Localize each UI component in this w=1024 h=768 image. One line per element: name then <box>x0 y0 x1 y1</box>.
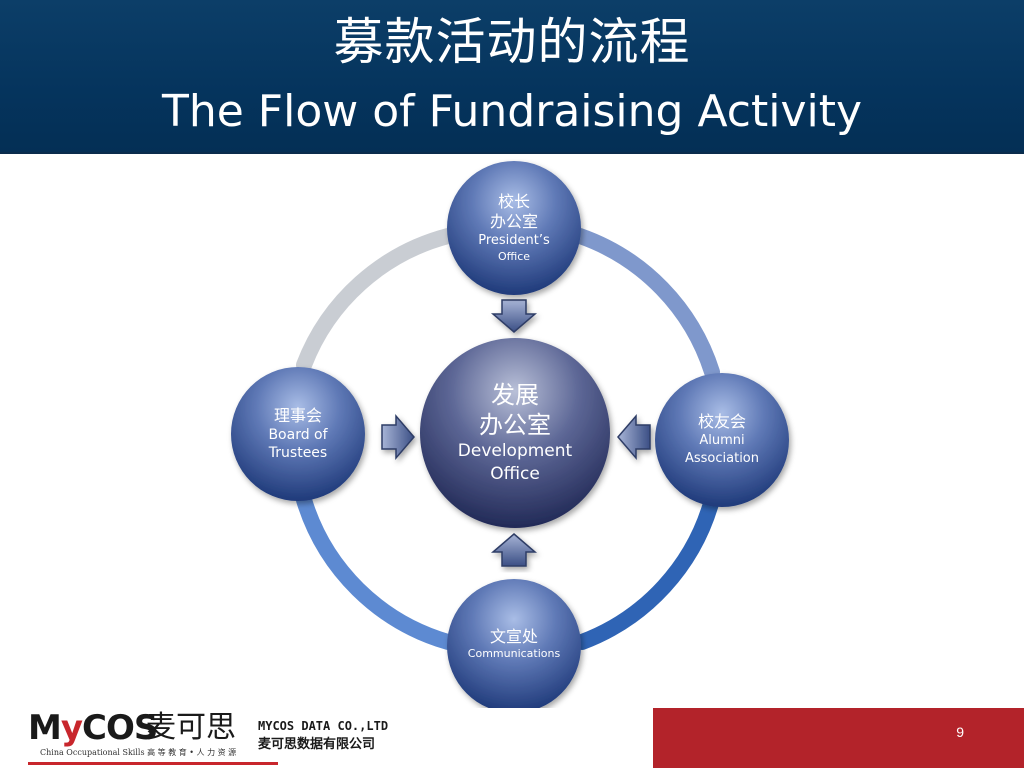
page-title-chinese: 募款活动的流程 <box>333 13 691 71</box>
arrow-left-icon <box>617 413 651 461</box>
presidents-office-en-line2: Office <box>497 250 531 263</box>
node-communications <box>447 579 581 708</box>
logo-letter-y: y <box>60 708 83 748</box>
logo-letters-cos: COS <box>82 708 158 748</box>
footer-red-bar: 9 <box>653 708 1024 768</box>
node-presidents-office <box>447 161 581 295</box>
logo-chinese: 麦可思 <box>146 710 236 745</box>
development-office-cn-line2: 办公室 <box>479 411 551 439</box>
arrow-right-icon <box>381 413 415 461</box>
communications-en: Communications <box>467 647 561 660</box>
arrow-down-icon <box>490 299 538 333</box>
logo-tagline: China Occupational Skills 高 等 教 育 • 人 力 … <box>40 748 237 757</box>
board-of-trustees-en-line2: Trustees <box>268 445 328 461</box>
mycos-logo: MyCOS 麦可思 China Occupational Skills 高 等 … <box>28 706 278 765</box>
node-development-office <box>420 338 610 528</box>
alumni-association-label: 校友会 Alumni Association <box>662 402 782 478</box>
company-name-cn: 麦可思数据有限公司 <box>258 737 376 752</box>
ring-segment-top-right <box>572 228 720 380</box>
development-office-cn-line1: 发展 <box>491 381 539 409</box>
presidents-office-label: 校长 办公室 President’s Office <box>454 180 574 276</box>
fundraising-flow-diagram <box>231 161 789 708</box>
presidents-office-cn-line1: 校长 <box>497 192 530 211</box>
communications-cn: 文宣处 <box>489 627 538 646</box>
node-board-of-trustees <box>231 367 365 501</box>
alumni-association-cn: 校友会 <box>697 412 746 431</box>
development-office-en-line2: Office <box>490 464 540 484</box>
logo-underline <box>28 762 278 765</box>
communications-label: 文宣处 Communications <box>454 620 574 668</box>
title-banner: 募款活动的流程 The Flow of Fundraising Activity <box>0 0 1024 154</box>
development-office-label: 发展 办公室 Development Office <box>435 372 595 494</box>
node-alumni-association <box>655 373 789 507</box>
development-office-en-line1: Development <box>457 441 573 461</box>
page-title-english: The Flow of Fundraising Activity <box>161 86 863 137</box>
ring-segment-bottom-right <box>574 492 720 650</box>
arrow-up-icon <box>490 533 538 567</box>
logo-letter-m: M <box>28 708 62 748</box>
alumni-association-en-line2: Association <box>684 451 760 466</box>
board-of-trustees-cn: 理事会 <box>273 406 322 425</box>
ring-segment-bottom-left <box>296 492 456 650</box>
company-name: MYCOS DATA CO.,LTD 麦可思数据有限公司 <box>258 717 388 755</box>
board-of-trustees-en-line1: Board of <box>268 427 328 443</box>
logo-wordmark: MyCOS <box>28 708 158 748</box>
ring-segment-top-left <box>296 228 456 373</box>
alumni-association-en-line1: Alumni <box>699 433 745 448</box>
presidents-office-cn-line2: 办公室 <box>489 212 538 231</box>
board-of-trustees-label: 理事会 Board of Trustees <box>238 392 358 476</box>
company-name-en: MYCOS DATA CO.,LTD <box>258 719 389 733</box>
presidents-office-en-line1: President’s <box>478 233 550 248</box>
page-number: 9 <box>956 724 964 740</box>
